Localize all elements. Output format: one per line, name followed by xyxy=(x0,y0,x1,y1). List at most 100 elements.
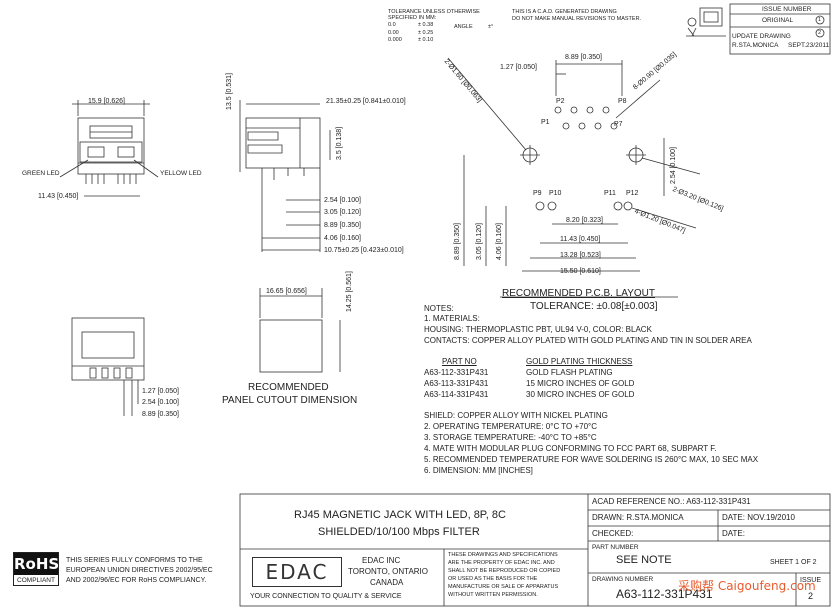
pcb-h1550: 15.50 [0.610] xyxy=(560,268,601,275)
part-number-value: SEE NOTE xyxy=(616,554,672,566)
parts-header: PART NO xyxy=(442,357,477,366)
cad-note-line1: THIS IS A C.A.D. GENERATED DRAWING xyxy=(512,9,617,15)
pcb-layout xyxy=(447,57,701,298)
edac-logo: EDAC xyxy=(252,557,342,587)
property-line: WITHOUT WRITTEN PERMISSION. xyxy=(448,592,538,598)
acad-reference: ACAD REFERENCE NO.: A63-112-331P431 xyxy=(592,497,751,506)
tolerance-place: 0.0 xyxy=(388,22,396,28)
front-view-connector xyxy=(59,100,159,197)
drawing-number-label: DRAWING NUMBER xyxy=(592,576,654,583)
watermark: 采购帮 Caigoufeng.com xyxy=(678,579,816,593)
notes-materials: 1. MATERIALS: xyxy=(424,314,480,323)
notes-shield: SHIELD: COPPER ALLOY WITH NICKEL PLATING xyxy=(424,411,608,420)
part-row-gold: 30 MICRO INCHES OF GOLD xyxy=(526,390,635,399)
drawn-by: DRAWN: R.STA.MONICA xyxy=(592,513,684,522)
company-country: CANADA xyxy=(370,578,404,587)
tolerance-subtitle: SPECIFIED IN MM: xyxy=(388,15,437,21)
bottom-dim-2: 2.54 [0.100] xyxy=(142,399,179,406)
issue-num2: 2 xyxy=(818,30,822,36)
pcb-h1143: 11.43 [0.450] xyxy=(560,236,601,243)
rohs-logo: RoHS COMPLIANT xyxy=(13,552,59,586)
issue-original: ORIGINAL xyxy=(762,17,794,24)
tolerance-value: ± 0.38 xyxy=(418,22,434,28)
title-desc-1: RJ45 MAGNETIC JACK WITH LED, 8P, 8C xyxy=(294,509,506,521)
computer-icon xyxy=(686,7,726,37)
pin-p9: P9 xyxy=(533,190,542,197)
pcb-h820: 8.20 [0.323] xyxy=(566,217,603,224)
rohs-logo-text: RoHS xyxy=(14,553,60,575)
part-row-part: A63-113-331P431 xyxy=(424,379,489,388)
checked-date: DATE: xyxy=(722,529,745,538)
yellow-led-label: YELLOW LED xyxy=(160,170,202,177)
cad-note-line2: DO NOT MAKE MANUAL REVISIONS TO MASTER. xyxy=(512,16,642,22)
dim-side-length: 21.35±0.25 [0.841±0.010] xyxy=(326,98,406,105)
part-row-gold: GOLD FLASH PLATING xyxy=(526,368,613,377)
notes-dimension: 6. DIMENSION: MM [INCHES] xyxy=(424,466,533,475)
cutout-width: 16.65 [0.656] xyxy=(266,288,307,295)
pin-p11: P11 xyxy=(604,190,616,197)
sheet-number: SHEET 1 OF 2 xyxy=(770,559,817,566)
issue-number-header: ISSUE NUMBER xyxy=(762,6,812,13)
issue-num1: 1 xyxy=(818,17,822,23)
dim-side-d4: 8.89 [0.350] xyxy=(324,222,361,229)
issue-value: 2 xyxy=(808,591,814,601)
rohs-line: EUROPEAN UNION DIRECTIVES 2002/95/EC xyxy=(66,567,213,574)
property-line: OR USED AS THE BASIS FOR THE xyxy=(448,576,538,582)
issue-by: R.STA.MONICA xyxy=(732,42,779,49)
pin-p12: P12 xyxy=(626,190,639,197)
pcb-pitch: 1.27 [0.050] xyxy=(500,64,537,71)
company-name: EDAC INC xyxy=(362,556,401,565)
notes-housing: HOUSING: THERMOPLASTIC PBT, UL94 V-0, CO… xyxy=(424,325,652,334)
dim-pin-span: 11.43 [0.450] xyxy=(38,193,79,200)
pcb-layout-title: RECOMMENDED P.C.B. LAYOUT xyxy=(502,288,655,299)
bottom-dim-1: 1.27 [0.050] xyxy=(142,388,179,395)
notes-storage-temp: 3. STORAGE TEMPERATURE: -40°C TO +85°C xyxy=(424,433,597,442)
dim-side-d5: 4.06 [0.160] xyxy=(324,235,361,242)
pin-p7: P7 xyxy=(614,121,623,128)
drawn-date: DATE: NOV.19/2010 xyxy=(722,513,795,522)
drawing-number-value: A63-112-331P431 xyxy=(616,587,713,601)
pcb-v305: 3.05 [0.120] xyxy=(476,223,483,260)
notes-operating-temp: 2. OPERATING TEMPERATURE: 0°C TO +70°C xyxy=(424,422,598,431)
tolerance-place: 0.00 xyxy=(388,30,399,36)
part-row-part: A63-114-331P431 xyxy=(424,390,489,399)
dim-side-d1: 3.5 [0.138] xyxy=(336,126,343,160)
tolerance-title: TOLERANCE UNLESS OTHERWISE xyxy=(388,9,480,15)
pcb-top-span: 8.89 [0.350] xyxy=(565,54,602,61)
gold-header: GOLD PLATING THICKNESS xyxy=(526,357,633,366)
pin-p1: P1 xyxy=(541,119,550,126)
panel-cutout-shape xyxy=(259,288,341,373)
dim-side-d3: 3.05 [0.120] xyxy=(324,209,361,216)
title-desc-2: SHIELDED/10/100 Mbps FILTER xyxy=(318,526,480,538)
dim-side-d6: 10.75±0.25 [0.423±0.010] xyxy=(324,247,404,254)
issue-label: ISSUE xyxy=(800,577,822,584)
bottom-view-connector xyxy=(71,317,145,416)
dim-front-width: 15.9 [0.626] xyxy=(88,98,125,105)
issue-date: SEPT.23/2011 xyxy=(788,42,830,49)
pin-p10: P10 xyxy=(549,190,562,197)
tolerance-value: ± 0.10 xyxy=(418,37,434,43)
rohs-line: THIS SERIES FULLY CONFORMS TO THE xyxy=(66,557,203,564)
pcb-v406: 4.06 [0.160] xyxy=(496,223,503,260)
company-slogan: YOUR CONNECTION TO QUALITY & SERVICE xyxy=(250,593,402,600)
side-view-connector xyxy=(239,100,331,252)
bottom-dim-3: 8.89 [0.350] xyxy=(142,411,179,418)
part-number-label: PART NUMBER xyxy=(592,544,639,551)
cutout-title-1: RECOMMENDED xyxy=(248,382,329,393)
checked-by: CHECKED: xyxy=(592,529,634,538)
notes-contacts: CONTACTS: COPPER ALLOY PLATED WITH GOLD … xyxy=(424,336,752,345)
company-city: TORONTO, ONTARIO xyxy=(348,567,429,576)
property-line: SHALL NOT BE REPRODUCED OR COPIED xyxy=(448,568,561,574)
pcb-h1328: 13.28 [0.523] xyxy=(560,252,601,259)
tolerance-angle-label: ANGLE xyxy=(454,24,473,30)
tolerance-angle-value: ±° xyxy=(488,24,494,30)
notes-solder: 5. RECOMMENDED TEMPERATURE FOR WAVE SOLD… xyxy=(424,455,759,464)
green-led-label: GREEN LED xyxy=(22,170,60,177)
notes-header: NOTES: xyxy=(424,304,454,313)
property-line: MANUFACTURE OR SALE OF APPARATUS xyxy=(448,584,559,590)
cutout-height: 14.25 [0.561] xyxy=(346,271,353,312)
rohs-logo-compliant: COMPLIANT xyxy=(17,577,55,584)
tolerance-value: ± 0.25 xyxy=(418,30,434,36)
issue-update: UPDATE DRAWING xyxy=(732,33,791,40)
